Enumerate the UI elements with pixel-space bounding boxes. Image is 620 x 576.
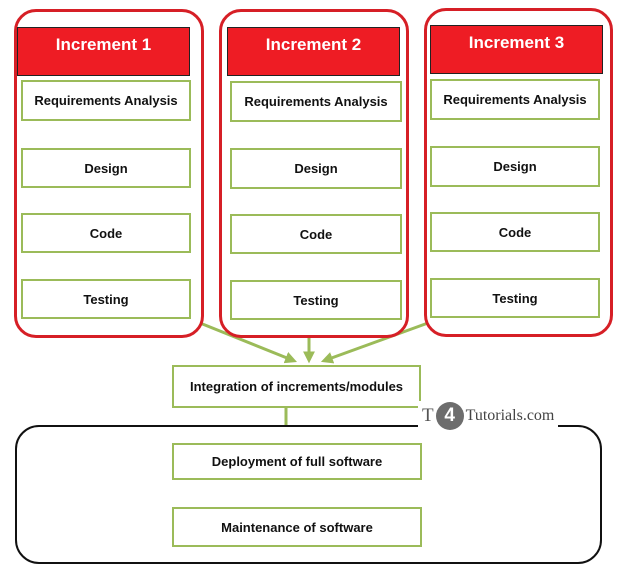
increment-1-testing-step: Testing xyxy=(21,279,191,319)
increment-3-testing-step: Testing xyxy=(430,278,600,318)
increment-3-code-step: Code xyxy=(430,212,600,252)
watermark-four-badge: 4 xyxy=(435,402,464,430)
deployment-step: Deployment of full software xyxy=(172,443,422,480)
increment-2-title: Increment 2 xyxy=(227,27,400,76)
increment-3-title: Increment 3 xyxy=(430,25,603,74)
watermark-t: T xyxy=(422,405,434,426)
increment-1-requirements-step: Requirements Analysis xyxy=(21,80,191,121)
t4tutorials-watermark: T 4 Tutorials.com xyxy=(418,401,559,431)
increment-2-code-step: Code xyxy=(230,214,402,254)
arrow-inc3-to-integration xyxy=(320,321,429,364)
increment-3-design-step: Design xyxy=(430,146,600,187)
increment-2-design-step: Design xyxy=(230,148,402,189)
increment-1-design-step: Design xyxy=(21,148,191,188)
increment-3-requirements-step: Requirements Analysis xyxy=(430,79,600,120)
increment-2-testing-step: Testing xyxy=(230,280,402,320)
arrow-inc1-to-integration xyxy=(199,321,298,364)
increment-2-requirements-step: Requirements Analysis xyxy=(230,81,402,122)
maintenance-step: Maintenance of software xyxy=(172,507,422,547)
integration-step: Integration of increments/modules xyxy=(172,365,421,408)
increment-1-code-step: Code xyxy=(21,213,191,253)
watermark-text: Tutorials.com xyxy=(465,407,555,424)
increment-1-title: Increment 1 xyxy=(17,27,190,76)
